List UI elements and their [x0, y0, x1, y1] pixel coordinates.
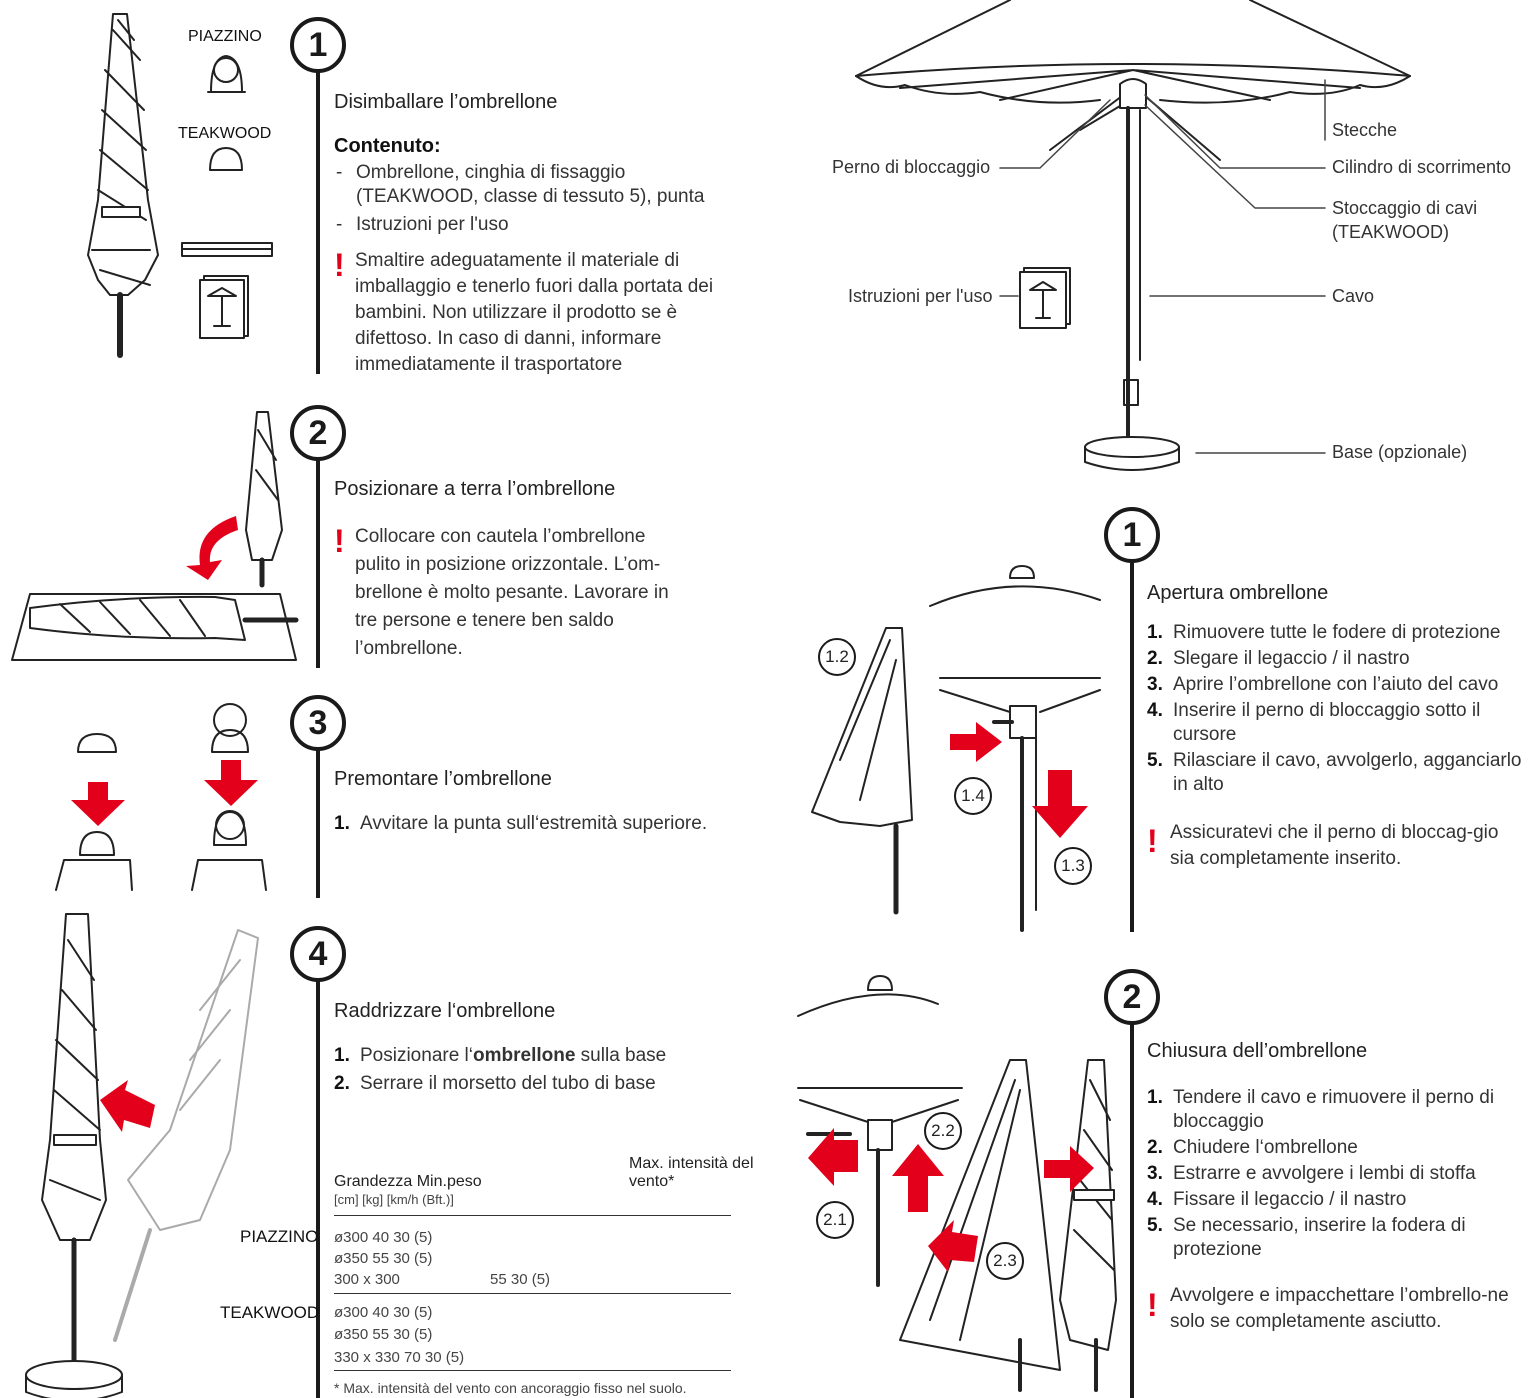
contents-heading: Contenuto: — [334, 135, 441, 157]
umbrella-upright-illustration — [25, 913, 259, 1398]
warning-icon: ! — [334, 523, 345, 559]
open-warning: Assicuratevi che il perno di bloccag-gio… — [1170, 822, 1499, 869]
step1-rule — [316, 72, 320, 374]
table-head-wind: Max. intensità del vento* — [629, 1155, 754, 1190]
part-label-stecche: Stecche — [1332, 120, 1398, 140]
down-arrow-left — [71, 782, 125, 826]
open-title: Apertura ombrellone — [1147, 582, 1329, 604]
close-list: 1.Tendere il cavo e rimuovere il perno d… — [1147, 1086, 1517, 1264]
table-divider — [334, 1215, 731, 1216]
table-divider — [334, 1370, 731, 1371]
lay-down-arrow — [186, 516, 238, 580]
open-rule — [1130, 560, 1134, 932]
callout-1-2: 1.2 — [818, 638, 856, 676]
callout-1-4: 1.4 — [954, 777, 992, 815]
opening-illustration — [811, 565, 1101, 932]
close-item: 5.Se necessario, inserire la fodera di p… — [1147, 1215, 1466, 1260]
table-row: ø300 40 30 (5) — [334, 1229, 433, 1246]
table-row: ø350 55 30 (5) — [334, 1250, 433, 1267]
step1-title: Disimballare l’ombrellone — [334, 91, 558, 113]
step4-title: Raddrizzare l‘ombrellone — [334, 1000, 556, 1022]
step3-title: Premontare l’ombrellone — [334, 768, 552, 790]
contents-item: Ombrellone, cinghia di fissaggio (TEAKWO… — [334, 161, 734, 209]
closing-illustration — [797, 975, 1117, 1392]
table-footnote: * Max. intensità del vento con ancoraggi… — [334, 1380, 687, 1396]
step4-item: 1.Posizionare l‘ombrellone sulla base — [334, 1045, 667, 1066]
table-divider — [334, 1293, 731, 1294]
callout-2-2: 2.2 — [924, 1112, 962, 1150]
part-label-cavo: Cavo — [1332, 286, 1375, 306]
step3-list: 1.Avvitare la punta sull‘estremità super… — [334, 812, 744, 838]
right-arrow-1-4 — [950, 722, 1002, 762]
step1-warning: Smaltire adeguatamente il materiale di i… — [355, 250, 714, 375]
callout-1-3: 1.3 — [1054, 847, 1092, 885]
table-head-size: Grandezza Min.peso — [334, 1173, 482, 1190]
table-row: 300 x 300 — [334, 1271, 400, 1288]
callout-2-1: 2.1 — [816, 1201, 854, 1239]
table-row: ø300 40 30 (5) — [334, 1304, 433, 1321]
close-rule — [1130, 1022, 1134, 1398]
open-item: 1.Rimuovere tutte le fodere di protezion… — [1147, 622, 1501, 643]
piazzino-label: PIAZZINO — [188, 28, 262, 45]
down-arrow-right — [204, 760, 258, 806]
close-item: 2.Chiudere l‘ombrellone — [1147, 1137, 1358, 1158]
close-item: 1.Tendere il cavo e rimuovere il perno d… — [1147, 1087, 1495, 1132]
part-label-istruzioni: Istruzioni per l'uso — [848, 286, 993, 306]
furled-umbrella-illustration — [87, 13, 159, 358]
step2-rule — [316, 458, 320, 668]
step3-number: 3 — [290, 695, 346, 751]
table-row: 330 x 330 70 30 (5) — [334, 1349, 465, 1366]
tip-assembly-illustration — [55, 703, 267, 891]
open-item: 4.Inserire il perno di bloccaggio sotto … — [1147, 700, 1481, 745]
open-item: 3.Aprire l’ombrellone con l’aiuto del ca… — [1147, 674, 1499, 695]
teakwood-label: TEAKWOOD — [178, 125, 272, 142]
open-item: 2.Slegare il legaccio / il nastro — [1147, 648, 1410, 669]
part-label-base: Base (opzionale) — [1332, 442, 1468, 462]
step4-rule — [316, 980, 320, 1398]
step2-number: 2 — [290, 405, 346, 461]
left-arrow-2-3 — [928, 1220, 978, 1272]
table-row: ø350 55 30 (5) — [334, 1326, 433, 1343]
down-arrow-1-3 — [1032, 770, 1088, 838]
contents-item: Istruzioni per l'uso — [334, 213, 734, 237]
open-item: 5.Rilasciare il cavo, avvolgerlo, agganc… — [1147, 750, 1522, 795]
step4-list: 1.Posizionare l‘ombrellone sulla base 2.… — [334, 1044, 744, 1098]
step2-warning: Collocare con cautela l’ombrellone pulit… — [355, 526, 669, 659]
part-label-perno: Perno di bloccaggio — [832, 157, 991, 177]
warning-icon: ! — [334, 247, 345, 283]
table-units: [cm] [kg] [km/h (Bft.)] — [334, 1192, 454, 1207]
warning-icon: ! — [1147, 823, 1158, 859]
open-list: 1.Rimuovere tutte le fodere di protezion… — [1147, 621, 1529, 799]
part-label-stoccaggio: Stoccaggio di cavi (TEAKWOOD) — [1332, 198, 1478, 242]
open-number: 1 — [1104, 507, 1160, 563]
table-cell: 55 30 (5) — [490, 1271, 551, 1288]
step4-number: 4 — [290, 926, 346, 982]
close-warning: Avvolgere e impacchettare l’ombrello-ne … — [1170, 1285, 1509, 1332]
table-group-teakwood: TEAKWOOD — [220, 1303, 320, 1322]
left-arrow-2-1 — [808, 1128, 858, 1186]
step4-item: 2.Serrare il morsetto del tubo di base — [334, 1073, 656, 1094]
umbrella-lay-down-illustration — [11, 411, 299, 661]
step3-item: 1.Avvitare la punta sull‘estremità super… — [334, 813, 708, 834]
contents-list: Ombrellone, cinghia di fissaggio (TEAKWO… — [334, 161, 734, 237]
warning-icon: ! — [1147, 1287, 1158, 1323]
right-arrow-close — [1044, 1146, 1094, 1192]
red-arrows — [71, 516, 1094, 1272]
close-title: Chiusura dell’ombrellone — [1147, 1040, 1368, 1062]
table-group-piazzino: PIAZZINO — [240, 1227, 319, 1246]
umbrella-parts-diagram — [855, 0, 1411, 471]
up-arrow-2-2 — [892, 1144, 944, 1212]
step3-rule — [316, 748, 320, 898]
close-item: 4.Fissare il legaccio / il nastro — [1147, 1189, 1407, 1210]
part-label-cilindro: Cilindro di scorrimento — [1332, 157, 1512, 177]
step2-title: Posizionare a terra l’ombrellone — [334, 478, 616, 500]
callout-2-3: 2.3 — [986, 1242, 1024, 1280]
raise-arrow — [100, 1080, 155, 1132]
close-number: 2 — [1104, 969, 1160, 1025]
step1-number: 1 — [290, 17, 346, 73]
close-item: 3.Estrarre e avvolgere i lembi di stoffa — [1147, 1163, 1476, 1184]
piazzino-tip-icon — [207, 55, 246, 93]
